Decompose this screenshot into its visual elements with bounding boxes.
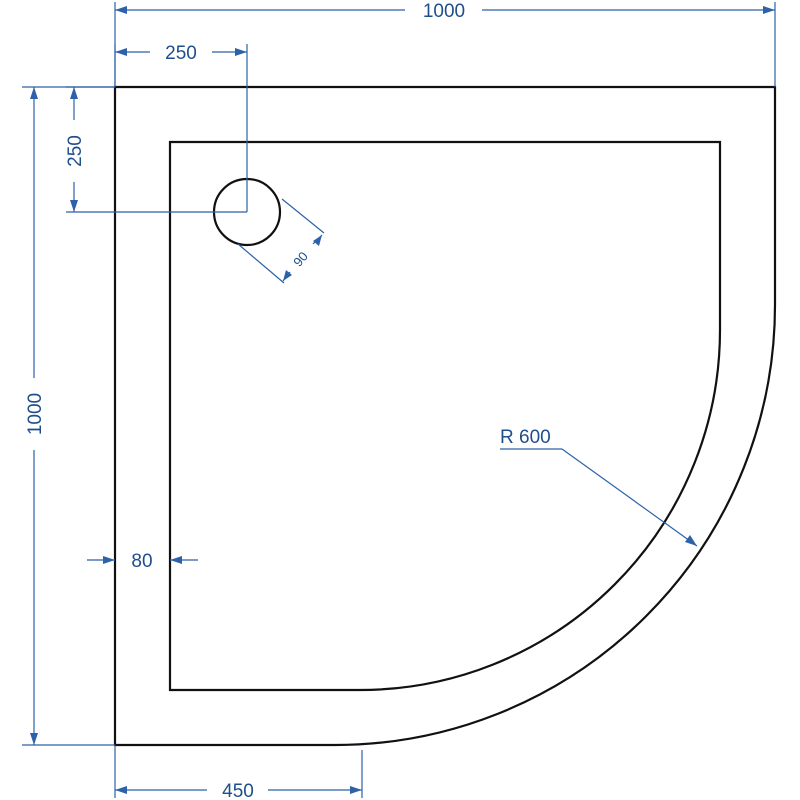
drain-offset-x-label: 250 — [165, 43, 197, 64]
overall-width-label: 1000 — [423, 1, 465, 22]
rim-width-dimension: 80 — [87, 551, 198, 572]
overall-width-dimension: 1000 — [114, 1, 776, 87]
drain-offset-x-dimension: 250 — [114, 43, 248, 212]
tray-inner-outline — [168, 140, 722, 692]
drain-offset-y-dimension: 250 — [65, 86, 247, 213]
straight-segment-dimension: 450 — [114, 745, 363, 800]
rim-width-label: 80 — [131, 551, 152, 572]
radius-label: R 600 — [500, 427, 551, 448]
drain-offset-y-label: 250 — [65, 135, 86, 167]
overall-height-label: 1000 — [25, 393, 46, 435]
straight-segment-label: 450 — [222, 781, 254, 800]
overall-height-dimension: 1000 — [22, 86, 115, 746]
radius-dimension: R 600 — [500, 427, 698, 547]
